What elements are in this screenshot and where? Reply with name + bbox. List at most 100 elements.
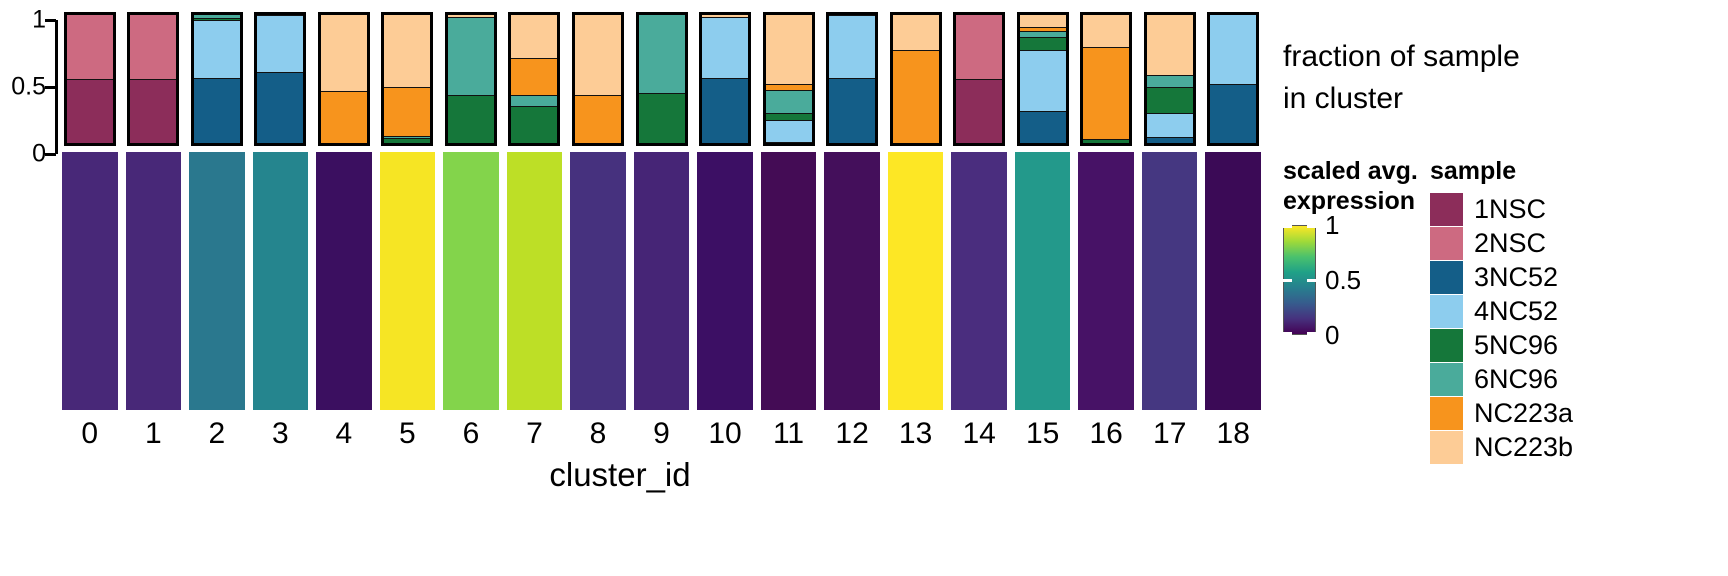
heatmap-cell[interactable]	[758, 152, 819, 410]
stacked-bar[interactable]	[1143, 12, 1196, 146]
bar-segment[interactable]	[384, 15, 431, 88]
heatmap-cell[interactable]	[1012, 152, 1073, 410]
stacked-bar[interactable]	[1207, 12, 1260, 146]
heatmap-cell[interactable]	[314, 152, 374, 410]
bar-segment[interactable]	[829, 78, 876, 143]
bar-segment[interactable]	[511, 107, 558, 143]
bar-segment[interactable]	[1146, 137, 1193, 143]
heatmap-cell[interactable]	[822, 152, 882, 410]
stacked-bar[interactable]	[699, 12, 752, 146]
stacked-bar[interactable]	[1080, 12, 1133, 146]
bar-segment[interactable]	[511, 58, 558, 96]
legend-item[interactable]: 6NC96	[1430, 362, 1720, 396]
stacked-bar[interactable]	[190, 12, 243, 146]
heatmap-cell[interactable]	[1203, 152, 1263, 410]
bar-segment[interactable]	[1146, 76, 1193, 88]
bar-segment[interactable]	[638, 15, 685, 95]
bar-segment[interactable]	[320, 15, 367, 92]
bar-segment[interactable]	[130, 80, 177, 143]
bar-segment[interactable]	[1083, 48, 1130, 141]
bar-segment[interactable]	[829, 15, 876, 17]
heatmap-cell[interactable]	[631, 152, 692, 410]
stacked-bar[interactable]	[889, 12, 942, 146]
stacked-bar[interactable]	[1016, 12, 1069, 146]
heatmap-cell[interactable]	[377, 152, 438, 410]
stacked-bar[interactable]	[254, 12, 307, 146]
bar-segment[interactable]	[384, 139, 431, 143]
bar-segment[interactable]	[193, 15, 240, 19]
bar-segment[interactable]	[765, 121, 812, 143]
heatmap-cell[interactable]	[949, 152, 1009, 410]
bar-segment[interactable]	[257, 72, 304, 143]
stacked-bar[interactable]	[317, 12, 370, 146]
heatmap-cell[interactable]	[885, 152, 946, 410]
stacked-bar[interactable]	[762, 12, 815, 146]
bar-segment[interactable]	[511, 95, 558, 108]
bar-segment[interactable]	[1019, 38, 1066, 51]
heatmap-cell[interactable]	[60, 152, 120, 410]
heatmap-cell[interactable]	[695, 152, 755, 410]
bar-segment[interactable]	[193, 21, 240, 79]
bar-segment[interactable]	[384, 136, 431, 140]
stacked-bar[interactable]	[63, 12, 116, 146]
bar-segment[interactable]	[447, 17, 494, 96]
heatmap-cell[interactable]	[504, 152, 565, 410]
bar-segment[interactable]	[1210, 85, 1257, 143]
bar-segment[interactable]	[130, 15, 177, 81]
bar-segment[interactable]	[66, 80, 113, 143]
bar-segment[interactable]	[702, 78, 749, 143]
legend-item[interactable]: 1NSC	[1430, 192, 1720, 226]
bar-segment[interactable]	[1019, 27, 1066, 32]
stacked-bar[interactable]	[953, 12, 1006, 146]
bar-segment[interactable]	[765, 85, 812, 91]
legend-item[interactable]: NC223a	[1430, 396, 1720, 430]
bar-segment[interactable]	[765, 113, 812, 122]
stacked-bar[interactable]	[571, 12, 624, 146]
bar-segment[interactable]	[193, 18, 240, 22]
bar-segment[interactable]	[1019, 31, 1066, 39]
heatmap-cell[interactable]	[441, 152, 501, 410]
heatmap-cell[interactable]	[187, 152, 247, 410]
bar-segment[interactable]	[702, 17, 749, 79]
bar-segment[interactable]	[1146, 87, 1193, 114]
bar-segment[interactable]	[193, 78, 240, 143]
bar-segment[interactable]	[765, 90, 812, 114]
legend-item[interactable]: NC223b	[1430, 430, 1720, 464]
bar-segment[interactable]	[956, 15, 1003, 81]
heatmap-cell[interactable]	[1139, 152, 1200, 410]
bar-segment[interactable]	[511, 15, 558, 59]
bar-segment[interactable]	[1019, 112, 1066, 143]
bar-segment[interactable]	[257, 16, 304, 73]
heatmap-cell[interactable]	[568, 152, 628, 410]
stacked-bar[interactable]	[127, 12, 180, 146]
bar-segment[interactable]	[1210, 15, 1257, 86]
bar-segment[interactable]	[956, 80, 1003, 143]
bar-segment[interactable]	[765, 142, 812, 143]
bar-segment[interactable]	[765, 15, 812, 86]
bar-segment[interactable]	[1019, 50, 1066, 113]
bar-segment[interactable]	[1146, 113, 1193, 138]
stacked-bar[interactable]	[508, 12, 561, 146]
bar-segment[interactable]	[1146, 15, 1193, 77]
legend-item[interactable]: 4NC52	[1430, 294, 1720, 328]
bar-segment[interactable]	[1019, 15, 1066, 28]
heatmap-cell[interactable]	[1076, 152, 1136, 410]
bar-segment[interactable]	[257, 15, 304, 17]
stacked-bar[interactable]	[826, 12, 879, 146]
heatmap-cell[interactable]	[123, 152, 184, 410]
bar-segment[interactable]	[638, 94, 685, 143]
bar-segment[interactable]	[702, 15, 749, 18]
legend-item[interactable]: 3NC52	[1430, 260, 1720, 294]
bar-segment[interactable]	[892, 15, 939, 51]
bar-segment[interactable]	[1083, 140, 1130, 143]
stacked-bar[interactable]	[635, 12, 688, 146]
heatmap-cell[interactable]	[250, 152, 311, 410]
stacked-bar[interactable]	[444, 12, 497, 146]
bar-segment[interactable]	[892, 50, 939, 143]
stacked-bar[interactable]	[381, 12, 434, 146]
bar-segment[interactable]	[574, 15, 621, 96]
bar-segment[interactable]	[447, 15, 494, 18]
bar-segment[interactable]	[829, 16, 876, 79]
legend-item[interactable]: 2NSC	[1430, 226, 1720, 260]
bar-segment[interactable]	[447, 95, 494, 143]
